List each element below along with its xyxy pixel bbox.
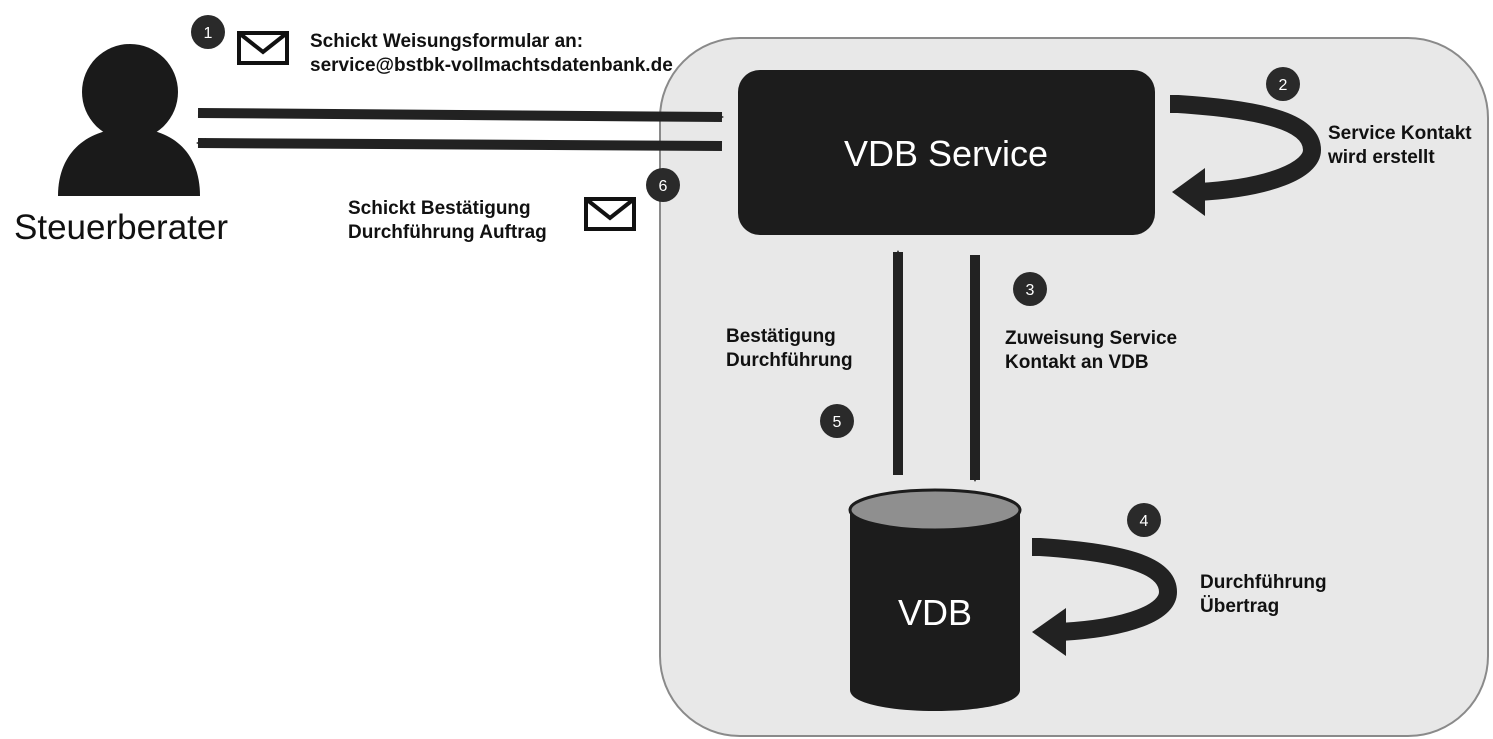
step-number: 1 — [204, 25, 213, 42]
step-number: 2 — [1279, 77, 1288, 94]
person-icon — [58, 44, 200, 196]
actor-label-text: Steuerberater — [14, 208, 229, 247]
step-badge-1: 1 — [191, 15, 225, 49]
step-5-line-1: Bestätigung — [726, 326, 836, 347]
step-1-line-2: service@bstbk-vollmachtsdatenbank.de — [310, 54, 673, 76]
step-1-label: Schickt Weisungsformular an: service@bst… — [310, 30, 673, 78]
arrow-actor-to-service — [197, 108, 724, 122]
actor-label: Steuerberater — [14, 206, 228, 250]
step-3-line-1: Zuweisung Service — [1005, 328, 1178, 349]
vdb-service-label: VDB Service — [844, 133, 1048, 174]
vdb-service-box — [738, 70, 1155, 235]
step-number: 3 — [1026, 282, 1035, 299]
loop-arrow-icon — [1032, 538, 1178, 656]
step-2-line-2: wird erstellt — [1328, 146, 1435, 168]
envelope-icon — [237, 31, 289, 65]
database-label: VDB — [898, 592, 972, 633]
database-cylinder — [848, 488, 1022, 711]
step-6-line-2: Durchführung Auftrag — [348, 221, 547, 243]
step-6-line-1: Schickt Bestätigung — [348, 198, 531, 219]
step-1-line-1: Schickt Weisungsformular an: — [310, 31, 584, 52]
step-6-label: Schickt Bestätigung Durchführung Auftrag — [348, 197, 547, 245]
step-number: 4 — [1140, 513, 1149, 530]
step-4-label: Durchführung Übertrag — [1200, 571, 1327, 619]
step-4-line-2: Übertrag — [1200, 595, 1280, 617]
step-badge-6: 6 — [646, 168, 680, 202]
loop-arrow-icon — [1170, 95, 1322, 216]
step-number: 6 — [659, 178, 668, 195]
step-5-line-2: Durchführung — [726, 349, 853, 371]
step-badge-3: 3 — [1013, 272, 1047, 306]
step-badge-2: 2 — [1266, 67, 1300, 101]
step-badge-4: 4 — [1127, 503, 1161, 537]
step-2-line-1: Service Kontakt — [1328, 123, 1472, 144]
step-4-line-1: Durchführung — [1200, 572, 1327, 593]
step-3-label: Zuweisung Service Kontakt an VDB — [1005, 327, 1177, 375]
step-5-label: Bestätigung Durchführung — [726, 325, 853, 373]
arrow-service-to-actor — [196, 138, 723, 151]
step-3-line-2: Kontakt an VDB — [1005, 351, 1149, 373]
envelope-icon — [584, 197, 636, 231]
step-badge-5: 5 — [820, 404, 854, 438]
step-2-label: Service Kontakt wird erstellt — [1328, 122, 1472, 170]
step-number: 5 — [833, 414, 842, 431]
